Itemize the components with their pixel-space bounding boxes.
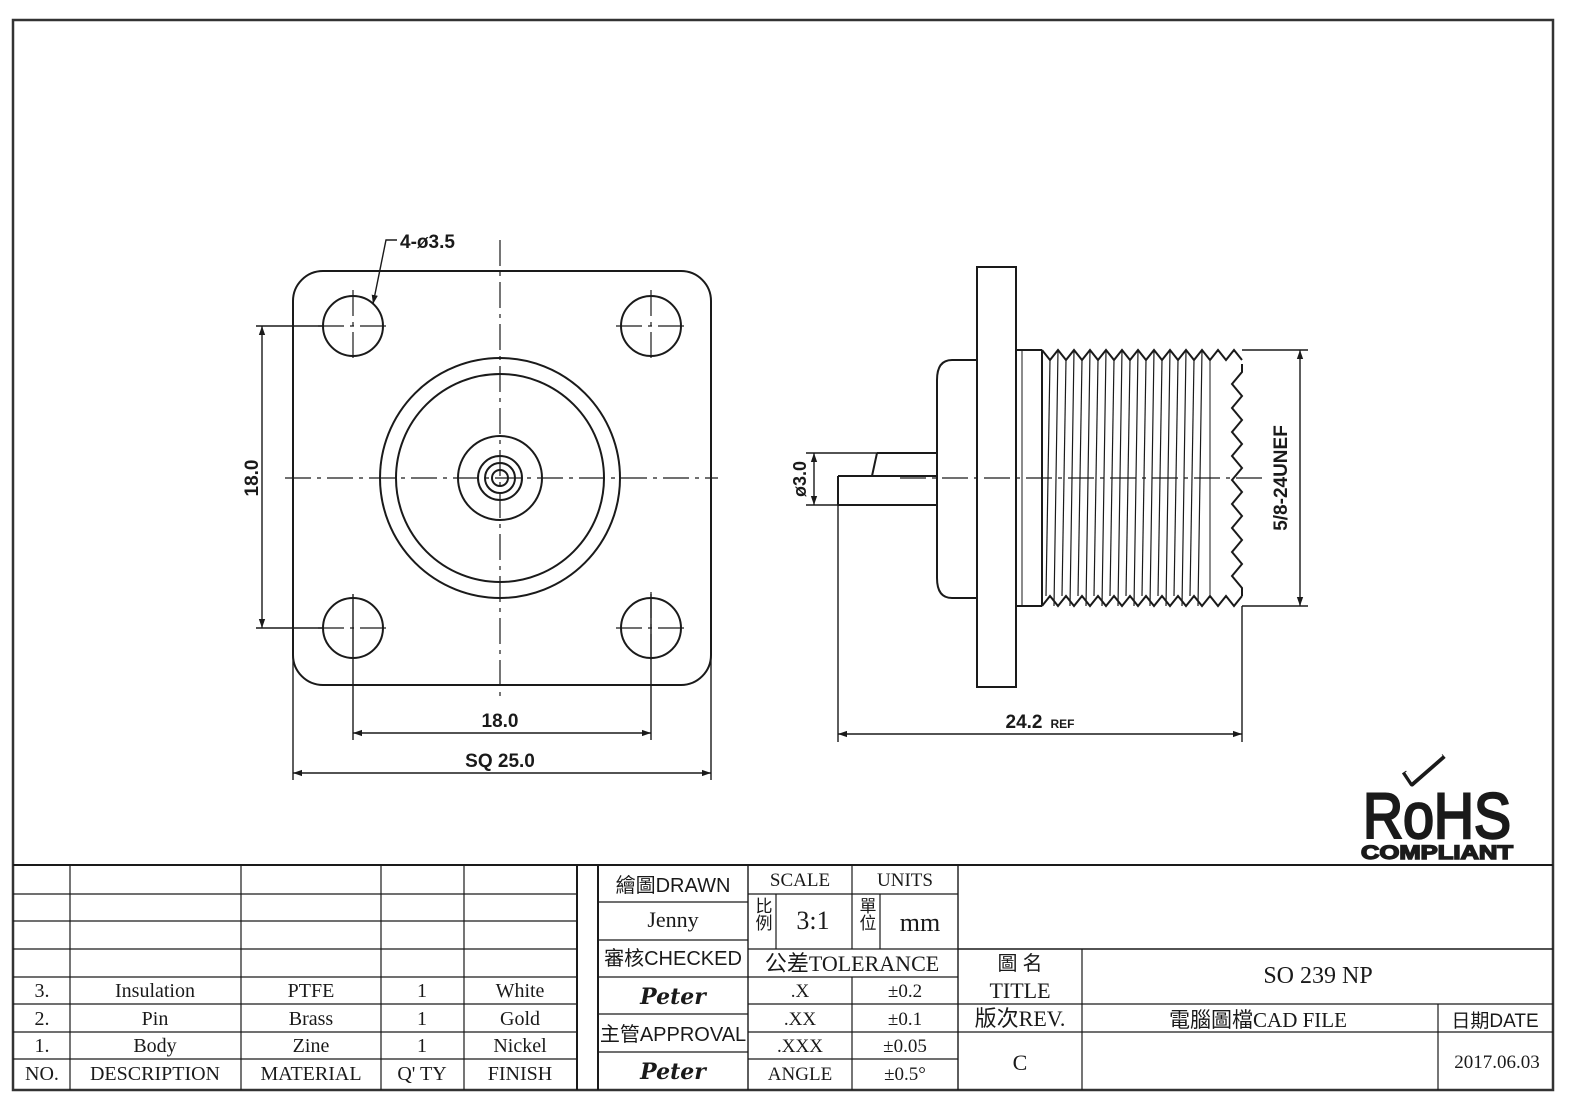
thread-spec-text: 5/8-24UNEF <box>1271 425 1292 531</box>
bom-row-3-description: Insulation <box>115 980 195 1002</box>
approved-by-signature: Peter <box>639 1059 707 1085</box>
bom-header-qty: Q' TY <box>397 1063 446 1085</box>
front-dimension-lines <box>258 239 711 777</box>
bom-row-3-qty: 1 <box>417 980 427 1002</box>
tolerance-x-label: .X <box>791 981 810 1002</box>
check-mark-icon <box>1401 754 1446 787</box>
bom-row-2-finish: Gold <box>500 1008 540 1030</box>
bom-row-1-material: Zine <box>293 1035 330 1057</box>
bom-row-3-no: 3. <box>35 980 50 1002</box>
tolerance-xxx-value: ±0.05 <box>883 1036 927 1057</box>
date-value: 2017.06.03 <box>1454 1052 1540 1073</box>
bom-header-description: DESCRIPTION <box>90 1063 220 1085</box>
scale-label: SCALE <box>770 870 830 891</box>
title-value: SO 239 NP <box>1263 963 1372 989</box>
scale-cn-label: 比例 <box>753 897 773 931</box>
side-dimension-lines <box>806 349 1308 742</box>
front-extension-lines <box>256 325 712 780</box>
units-label: UNITS <box>877 870 933 891</box>
square-size-text: SQ 25.0 <box>465 751 535 772</box>
tolerance-xx-value: ±0.1 <box>888 1009 922 1030</box>
rear-body <box>936 359 977 599</box>
checked-by-signature: Peter <box>639 984 707 1010</box>
bom-row-1-no: 1. <box>35 1035 50 1057</box>
rev-label: 版次REV. <box>975 1006 1066 1031</box>
length-text: 24.2 REF <box>1006 712 1075 733</box>
bom-row-1-finish: Nickel <box>493 1035 547 1057</box>
bom-row-2-no: 2. <box>35 1008 50 1030</box>
units-cn-label: 單位 <box>857 897 877 931</box>
tolerance-xxx-label: .XXX <box>777 1036 823 1057</box>
units-value: mm <box>900 908 940 937</box>
hole-callout-text: 4-ø3.5 <box>400 232 455 253</box>
cad-file-label: 電腦圖檔CAD FILE <box>1169 1008 1347 1032</box>
title-block-text: 繪圖DRAWN Jenny 審核CHECKED Peter 主管APPROVAL… <box>600 870 1540 1085</box>
title-cn-label: 圖 名 <box>998 952 1043 975</box>
tolerance-angle-label: ANGLE <box>768 1064 832 1085</box>
title-label: TITLE <box>989 978 1050 1003</box>
rohs-logo: RoHS COMPLIANT <box>1360 754 1514 865</box>
bom-row-1-qty: 1 <box>417 1035 427 1057</box>
tolerance-x-value: ±0.2 <box>888 981 922 1002</box>
thread-top <box>1041 348 1243 362</box>
drawn-label: 繪圖DRAWN <box>616 874 731 897</box>
tolerance-label: 公差TOLERANCE <box>765 951 939 976</box>
bom-row-3-finish: White <box>496 980 545 1002</box>
scale-value: 3:1 <box>796 906 829 935</box>
hole-spacing-text: 18.0 <box>482 711 519 732</box>
drawn-by: Jenny <box>647 907 698 932</box>
thread-bottom <box>1041 594 1243 608</box>
pin-diameter-text: ø3.0 <box>790 461 810 497</box>
bom-row-3-material: PTFE <box>288 980 335 1002</box>
side-flange <box>976 266 1017 688</box>
bom-text: 3. Insulation PTFE 1 White 2. Pin Brass … <box>25 980 552 1085</box>
length-ref: REF <box>1050 717 1074 731</box>
bom-row-1-description: Body <box>133 1035 176 1057</box>
bom-row-2-material: Brass <box>289 1008 334 1030</box>
checked-label: 審核CHECKED <box>604 947 742 970</box>
sheet-border <box>11 18 1555 1092</box>
bom-header-no: NO. <box>25 1063 59 1085</box>
vertical-spacing-text: 18.0 <box>242 460 263 497</box>
rev-value: C <box>1013 1050 1028 1075</box>
thread-front-face <box>1230 364 1244 596</box>
bom-header-material: MATERIAL <box>260 1063 361 1085</box>
bom-row-2-description: Pin <box>142 1008 169 1030</box>
rohs-text: RoHS <box>1363 780 1511 852</box>
bom-header-finish: FINISH <box>488 1063 552 1085</box>
bom-table <box>13 864 1553 1090</box>
compliant-text: COMPLIANT <box>1361 843 1514 864</box>
length-value: 24.2 <box>1006 712 1043 733</box>
tolerance-angle-value: ±0.5° <box>884 1064 926 1085</box>
side-view <box>837 266 1244 688</box>
bom-row-2-qty: 1 <box>417 1008 427 1030</box>
date-label: 日期DATE <box>1451 1010 1538 1032</box>
tolerance-xx-label: .XX <box>784 1009 816 1030</box>
title-block-grid <box>597 865 1553 1090</box>
approval-label: 主管APPROVAL <box>600 1023 746 1046</box>
